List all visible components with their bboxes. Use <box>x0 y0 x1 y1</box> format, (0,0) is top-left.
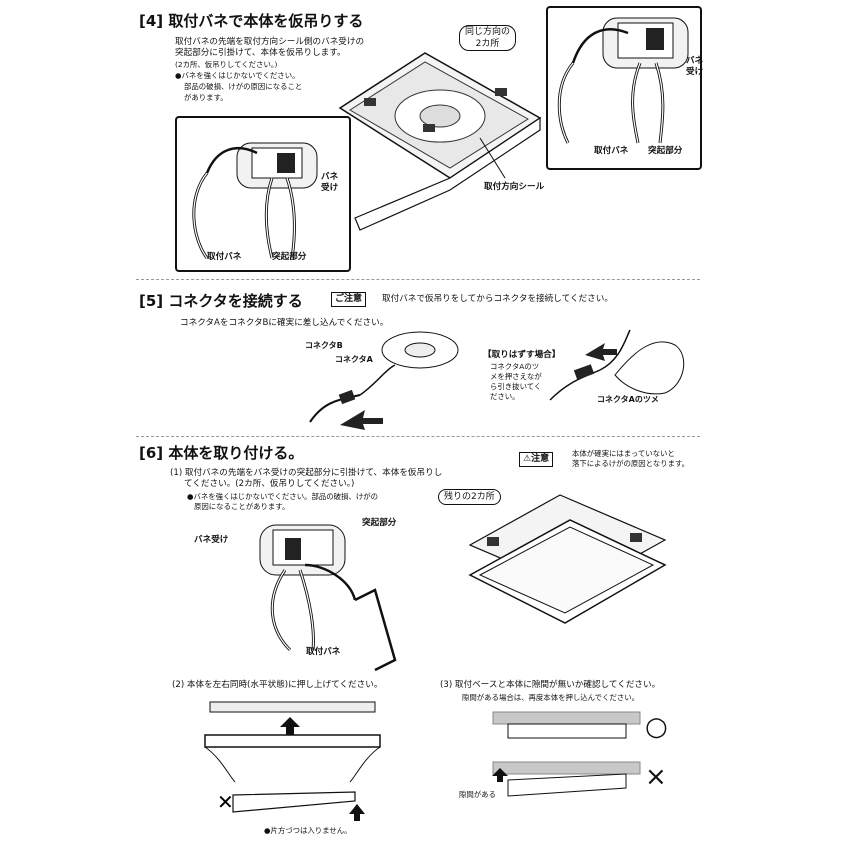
label-receiver-right-2: 受け <box>686 67 704 77</box>
label-receiver-left-1: バネ <box>321 172 339 182</box>
step4-caution-3: があります。 <box>184 93 228 102</box>
step6-sub1-1: (1) 取付バネの先端をバネ受けの突起部分に引掛けて、本体を仮吊りし <box>170 468 443 478</box>
fixture-illustration <box>338 52 542 231</box>
inset-right: バネ 受け 取付バネ 突起部分 <box>546 6 703 170</box>
step6-sub1-2: てください。(2カ所、仮吊りしてください。) <box>184 479 355 489</box>
label-connector-a: コネクタA <box>335 355 373 364</box>
spring-hook-illustration-left <box>192 142 318 259</box>
step6-sub2: (2) 本体を左右同時(水平状態)に押し上げてください。 <box>172 680 383 690</box>
step6-sub3-note: 隙間がある場合は、再度本体を押し込んでください。 <box>462 693 640 702</box>
callout-same-direction: 同じ方向の 2カ所 <box>459 25 517 51</box>
label-protrusion-step6: 突起部分 <box>362 518 397 528</box>
connector-illustration <box>309 331 459 430</box>
step6-title: [6] 本体を取り付ける。 <box>139 444 304 462</box>
ng-mark: × <box>645 762 667 792</box>
remove-illustration <box>549 329 685 401</box>
step4-note-sub: (2カ所、仮吊りしてください。) <box>175 60 278 69</box>
remove-title: 【取りはずす場合】 <box>483 350 561 360</box>
step6-caution-2: 落下によるけがの原因となります。 <box>572 459 690 468</box>
label-connector-tab: コネクタAのツメ <box>597 395 659 404</box>
step6-caution-tag: ⚠注意 <box>519 452 554 467</box>
step6-sub1-caution-2: 原因になることがあります。 <box>194 502 290 511</box>
fixture-mounted-illustration <box>468 494 667 624</box>
label-spring-right: 取付バネ <box>594 146 629 156</box>
step5-caution-text: 取付バネで仮吊りをしてからコネクタを接続してください。 <box>382 294 613 304</box>
label-receiver-right: バネ 受け <box>686 56 703 78</box>
label-protrusion-left: 突起部分 <box>272 252 307 262</box>
callout-same-line1: 同じ方向の <box>465 27 511 37</box>
step4-desc-2: 突起部分に引掛けて、本体を仮吊りします。 <box>175 48 346 58</box>
remove-text-3: ら引き抜いてく <box>490 382 542 391</box>
step6-sub1-caution-1: ●バネを強くはじかないでください。部品の破損、けがの <box>187 492 378 501</box>
step5-desc: コネクタAをコネクタBに確実に差し込んでください。 <box>180 318 389 328</box>
step4-caution-1: ●バネを強くはじかないでください。 <box>175 71 300 80</box>
inset-left: バネ 受け 取付バネ 突起部分 <box>175 116 351 272</box>
spring-hook-illustration-step6 <box>259 524 397 672</box>
step4-title: [4] 取付バネで本体を仮吊りする <box>139 12 364 30</box>
step4-caution-2: 部品の破損、けがの原因になること <box>184 82 303 91</box>
callout-remaining: 残りの2カ所 <box>438 489 501 505</box>
divider-2 <box>136 436 700 437</box>
step5-title: [5] コネクタを接続する <box>139 292 303 310</box>
label-spring-left: 取付バネ <box>207 252 242 262</box>
label-receiver-right-1: バネ <box>686 56 704 66</box>
divider-1 <box>136 279 700 280</box>
label-receiver-step6: バネ受け <box>194 535 229 545</box>
label-mounting-seal: 取付方向シール <box>484 182 545 192</box>
cross-mark-uneven: ✕ <box>217 790 234 814</box>
step5-caution-tag: ご注意 <box>331 292 367 307</box>
callout-same-line2: 2カ所 <box>475 39 500 49</box>
label-receiver-left-2: 受け <box>321 183 339 193</box>
gap-check-illustration <box>492 711 641 797</box>
label-receiver-left: バネ 受け <box>321 172 338 194</box>
push-up-illustration: ✕ <box>204 701 381 821</box>
step4-desc-1: 取付バネの先端を取付方向シール側のバネ受けの <box>175 37 365 47</box>
step6-sub3: (3) 取付ベースと本体に隙間が無いか確認してください。 <box>440 680 661 690</box>
step6-caution-1: 本体が確実にはまっていないと <box>572 449 675 458</box>
step6-sub2-note: ●片方づつは入りません。 <box>264 826 352 835</box>
remove-text-4: ださい。 <box>490 392 520 401</box>
label-spring-step6: 取付バネ <box>306 647 341 657</box>
label-protrusion-right: 突起部分 <box>648 146 683 156</box>
remove-text-2: メを押さえなが <box>490 372 542 381</box>
label-connector-b: コネクタB <box>305 341 343 350</box>
ok-mark: ○ <box>645 712 668 742</box>
warning-icon: ⚠ <box>523 454 532 464</box>
spring-hook-illustration-right <box>557 17 689 144</box>
label-gap: 隙間がある <box>459 790 496 799</box>
remove-text-1: コネクタAのツ <box>490 362 540 371</box>
step6-caution-tag-text: 注意 <box>531 454 550 464</box>
